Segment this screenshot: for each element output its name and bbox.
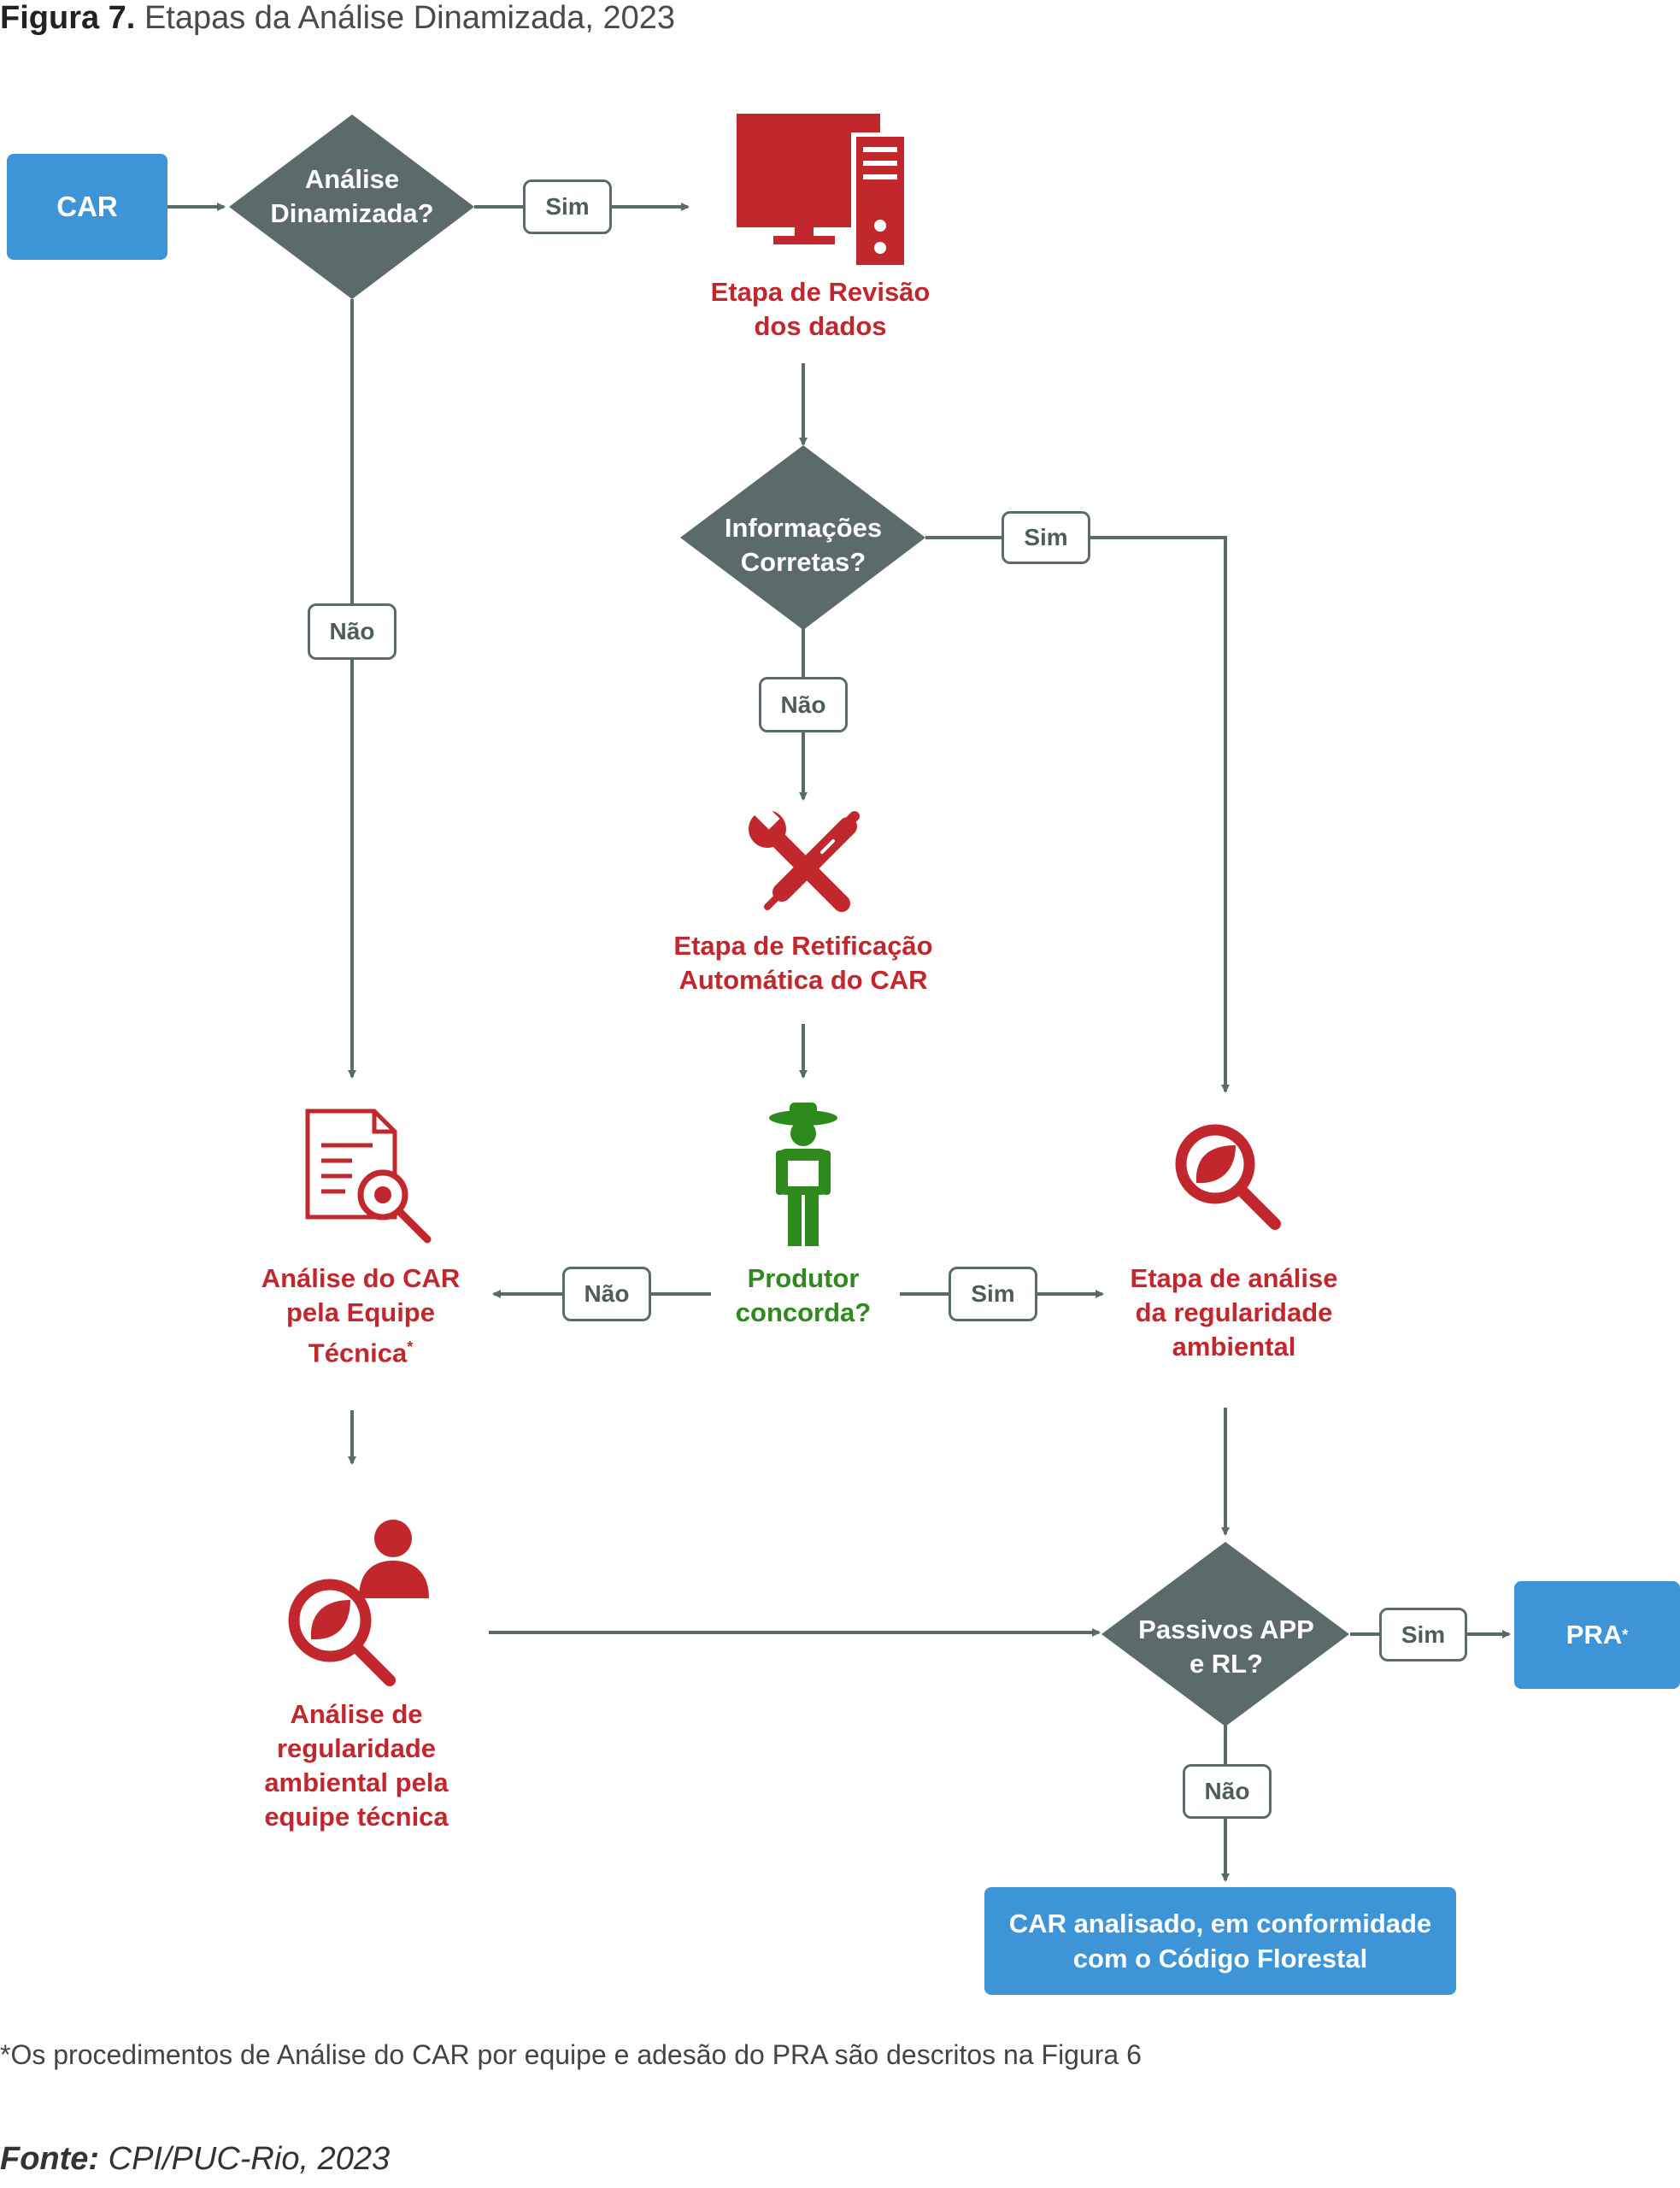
produtor-line2: concorda? bbox=[735, 1297, 872, 1327]
retificacao-line2: Automática do CAR bbox=[678, 965, 928, 995]
final-line1: CAR analisado, em conformidade bbox=[1008, 1909, 1432, 1938]
decision-analise-line1: Análise bbox=[304, 164, 400, 194]
decision-passivos-line1: Passivos APP bbox=[1138, 1615, 1314, 1644]
equipe-label: Análise do CAR pela Equipe Técnica* bbox=[224, 1262, 497, 1370]
pra-label: PRA bbox=[1565, 1620, 1623, 1650]
decision-passivos-label: Passivos APP e RL? bbox=[1111, 1613, 1342, 1681]
tag-sim-info: Sim bbox=[1002, 511, 1090, 564]
regularidade-line2: da regularidade bbox=[1135, 1297, 1333, 1327]
decision-analise-diamond bbox=[229, 115, 474, 299]
revisao-line1: Etapa de Revisão bbox=[710, 277, 931, 307]
source-text: CPI/PUC-Rio, 2023 bbox=[108, 2141, 391, 2177]
equipe-line1: Análise do CAR bbox=[261, 1263, 461, 1293]
regularidade-line1: Etapa de análise bbox=[1130, 1263, 1338, 1293]
footnote: *Os procedimentos de Análise do CAR por … bbox=[0, 2039, 1142, 2070]
tag-nao-info: Não bbox=[759, 677, 848, 732]
edge-sim-to-regularidade bbox=[1090, 536, 1230, 1093]
source: Fonte: CPI/PUC-Rio, 2023 bbox=[0, 2141, 390, 2178]
equipe-line2: pela Equipe bbox=[286, 1297, 435, 1327]
equipe-asterisk: * bbox=[407, 1338, 414, 1356]
figure-title-text: Etapas da Análise Dinamizada, 2023 bbox=[144, 0, 676, 36]
revisao-line2: dos dados bbox=[754, 311, 887, 341]
decision-info-label: Informações Corretas? bbox=[692, 511, 914, 579]
decision-info-diamond bbox=[680, 445, 925, 630]
car-label: CAR bbox=[56, 191, 118, 222]
tag-nao-analise: Não bbox=[308, 603, 397, 660]
tag-sim-analise: Sim bbox=[523, 179, 612, 234]
leaf-magnifier-icon bbox=[1175, 1124, 1281, 1230]
reg-equipe-line1: Análise de bbox=[290, 1699, 423, 1729]
retificacao-label: Etapa de Retificação Automática do CAR bbox=[649, 929, 957, 997]
reg-equipe-line3: ambiental pela bbox=[264, 1767, 449, 1797]
figure-title: Figura 7. Etapas da Análise Dinamizada, … bbox=[0, 0, 675, 37]
document-search-icon bbox=[305, 1109, 432, 1244]
decision-passivos-line2: e RL? bbox=[1189, 1649, 1264, 1679]
decision-info-line1: Informações bbox=[724, 513, 883, 543]
decision-analise-line2: Dinamizada? bbox=[270, 198, 434, 228]
final-line2: com o Código Florestal bbox=[1072, 1944, 1368, 1973]
tag-nao-passivos: Não bbox=[1183, 1764, 1272, 1819]
produtor-line1: Produtor bbox=[747, 1263, 860, 1293]
decision-analise-label: Análise Dinamizada? bbox=[241, 162, 463, 231]
reg-equipe-line2: regularidade bbox=[276, 1733, 437, 1763]
tag-nao-produtor: Não bbox=[562, 1267, 651, 1321]
car-start-box: CAR bbox=[7, 154, 167, 260]
reg-equipe-label: Análise de regularidade ambiental pela e… bbox=[224, 1697, 489, 1834]
tag-sim-produtor: Sim bbox=[949, 1267, 1037, 1321]
equipe-line3: Técnica bbox=[308, 1338, 408, 1368]
pra-asterisk: * bbox=[1622, 1626, 1629, 1644]
decision-passivos-diamond bbox=[1101, 1542, 1349, 1726]
retificacao-line1: Etapa de Retificação bbox=[673, 931, 933, 961]
regularidade-label: Etapa de análise da regularidade ambient… bbox=[1097, 1262, 1371, 1364]
figure-number: Figura 7. bbox=[0, 0, 136, 36]
revisao-label: Etapa de Revisão dos dados bbox=[675, 275, 966, 344]
person-leaf-magnifier-icon bbox=[288, 1520, 429, 1686]
farmer-icon bbox=[769, 1103, 837, 1246]
pra-box: PRA* bbox=[1514, 1581, 1680, 1689]
final-box: CAR analisado, em conformidade com o Cód… bbox=[984, 1887, 1456, 1995]
decision-info-line2: Corretas? bbox=[740, 547, 866, 577]
regularidade-line3: ambiental bbox=[1172, 1332, 1296, 1362]
wrench-screwdriver-icon bbox=[749, 803, 860, 912]
tag-sim-passivos: Sim bbox=[1379, 1608, 1467, 1662]
computer-icon bbox=[737, 114, 904, 265]
source-label: Fonte: bbox=[0, 2141, 100, 2177]
produtor-label: Produtor concorda? bbox=[701, 1262, 906, 1330]
reg-equipe-line4: equipe técnica bbox=[264, 1802, 449, 1832]
